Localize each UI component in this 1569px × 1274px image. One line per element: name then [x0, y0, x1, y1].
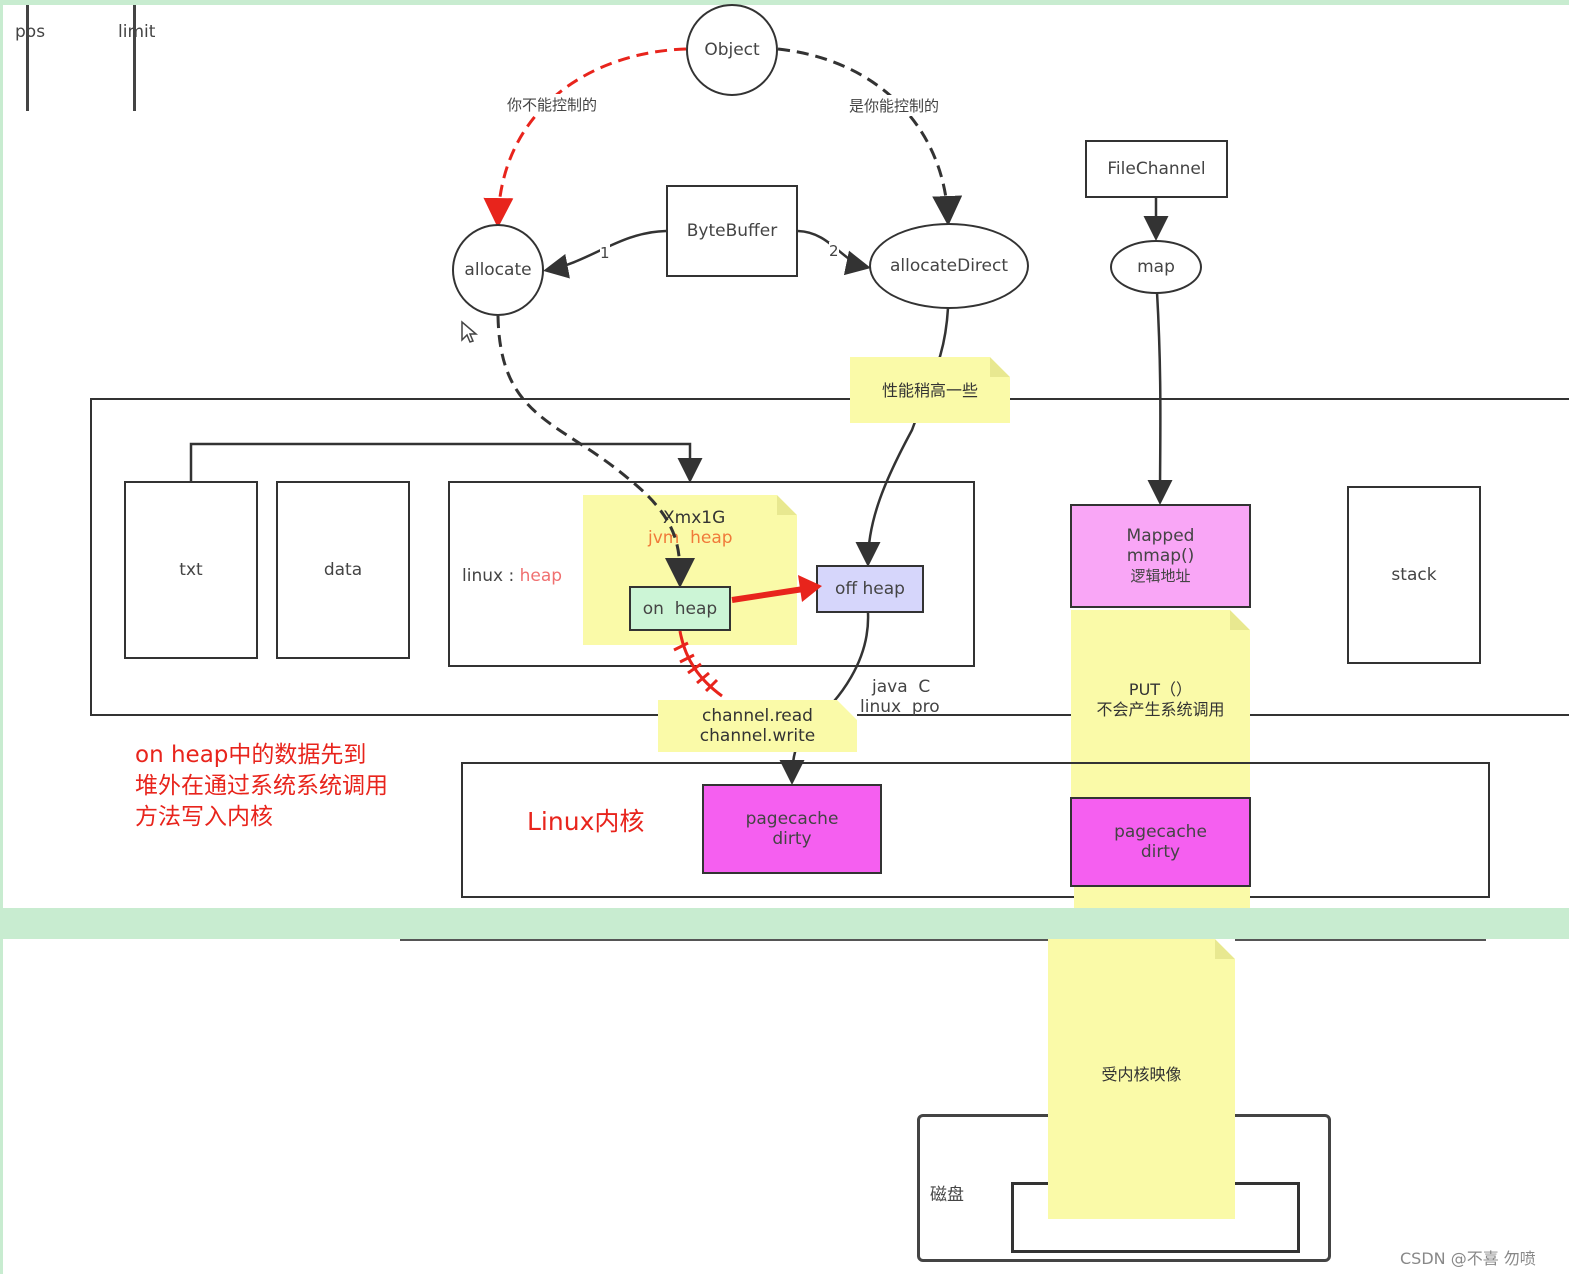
offheap-to-pagecache-edge [779, 612, 870, 785]
allocatedirect-to-offheap-edge [855, 307, 950, 567]
kernel-mirror-note: 受内核映像 [1048, 939, 1235, 1219]
pagecache2-line1: pagecache [1114, 822, 1207, 842]
mapped-line3: 逻辑地址 [1130, 567, 1191, 585]
onheap-blocked-edge [678, 630, 723, 698]
linux-heap-label: linux : heap [462, 566, 562, 586]
stack-segment: stack [1347, 486, 1481, 664]
mapped-box: Mapped mmap() 逻辑地址 [1070, 504, 1251, 608]
watermark: CSDN @不喜 勿喷 [1400, 1249, 1536, 1268]
data-segment: data [276, 481, 410, 659]
pagecache1-line2: dirty [772, 829, 812, 849]
linux-heap-word: heap [519, 566, 563, 586]
pagecache-box-2: pagecache dirty [1070, 797, 1251, 887]
txt-to-heap-edge [189, 442, 703, 483]
allocate-to-onheap-edge [496, 315, 695, 588]
filechannel-node: FileChannel [1085, 140, 1228, 198]
pagecache1-line1: pagecache [745, 809, 839, 829]
can-control-label: 是你能控制的 [849, 95, 940, 116]
kernel-mirror-text: 受内核映像 [1101, 1065, 1182, 1084]
annotation-text: on heap中的数据先到 堆外在通过系统系统调用 方法写入内核 [135, 740, 388, 833]
limit-marker [133, 5, 136, 111]
disk-label: 磁盘 [930, 1185, 964, 1205]
pos-label: pos [15, 22, 46, 42]
linux-pro-label: linux pro [860, 697, 940, 717]
onheap-to-offheap-edge [731, 585, 811, 603]
java-c-label: java C [872, 677, 931, 697]
allocate-node: allocate [452, 224, 544, 316]
left-edge-band [0, 0, 3, 1274]
annotation-line3: 方法写入内核 [135, 804, 273, 830]
limit-label: limit [118, 22, 156, 42]
edge-label-2: 2 [829, 242, 839, 260]
top-edge-band [0, 0, 1569, 5]
linux-heap-region [448, 481, 975, 667]
put-note-tail [1074, 887, 1250, 909]
pos-marker [26, 5, 29, 111]
cannot-control-label: 你不能控制的 [507, 94, 598, 115]
map-to-mapped-edge [1147, 291, 1173, 505]
allocatedirect-node: allocateDirect [869, 223, 1029, 309]
pagecache-box-1: pagecache dirty [702, 784, 882, 874]
performance-note: 性能稍高一些 [850, 357, 1010, 423]
channel-read-label: channel.read [702, 706, 813, 726]
lower-kernel-edge [400, 939, 1486, 941]
mapped-line1: Mapped [1126, 526, 1195, 546]
kernel-label: Linux内核 [527, 807, 645, 836]
xmx-label: Xmx1G [663, 508, 726, 528]
linux-kernel-box [461, 762, 1490, 898]
bytebuffer-node: ByteBuffer [666, 185, 798, 277]
put-note: PUT（） 不会产生系统调用 [1071, 610, 1250, 800]
put-line2: 不会产生系统调用 [1096, 700, 1225, 719]
edge-label-1: 1 [600, 244, 610, 262]
linux-heap-prefix: linux : [462, 566, 520, 586]
pagecache2-line2: dirty [1140, 842, 1181, 862]
jvm-heap-label: jvm heap [648, 528, 733, 548]
object-node: Object [686, 4, 778, 96]
on-heap-box: on heap [629, 586, 731, 631]
annotation-line2: 堆外在通过系统系统调用 [135, 773, 388, 799]
object-to-allocate-edge [483, 47, 687, 228]
performance-text: 性能稍高一些 [881, 381, 978, 400]
cursor-icon [461, 320, 479, 343]
object-to-allocatedirect-edge [777, 47, 963, 226]
section-divider-band [0, 908, 1569, 939]
mapped-line2: mmap() [1126, 546, 1195, 566]
annotation-line1: on heap中的数据先到 [135, 742, 367, 768]
map-node: map [1110, 240, 1202, 294]
txt-segment: txt [124, 481, 258, 659]
put-line1: PUT（） [1128, 680, 1193, 699]
channel-note: channel.read channel.write [658, 700, 857, 752]
channel-write-label: channel.write [699, 726, 816, 746]
